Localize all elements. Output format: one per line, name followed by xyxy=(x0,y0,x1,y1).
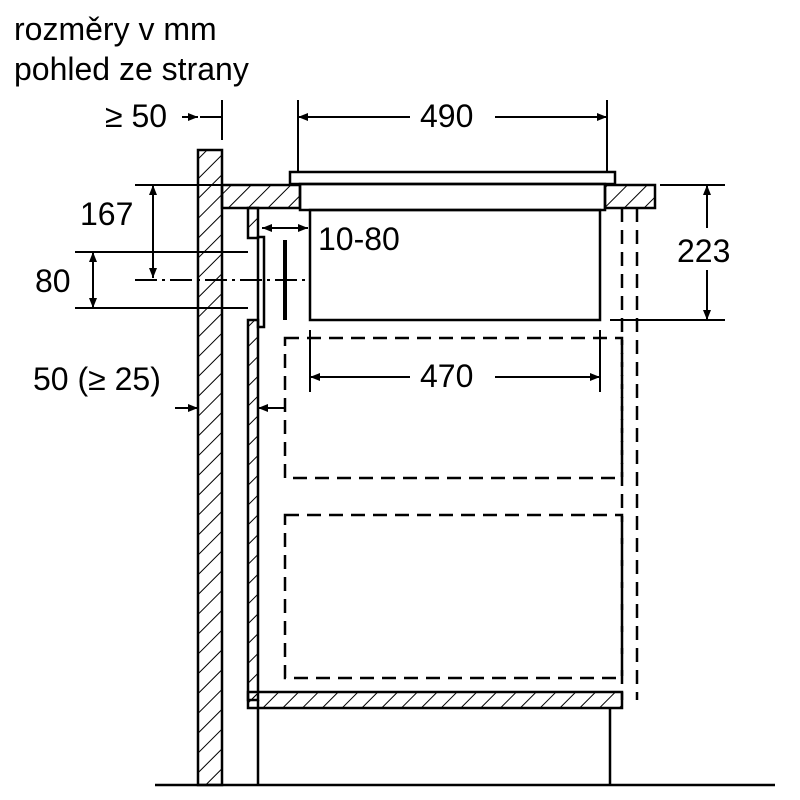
dim-wall-gap: ≥ 50 xyxy=(105,98,167,134)
duct-flange xyxy=(256,235,266,329)
hob-glass xyxy=(288,170,617,186)
dim-hob-width: 490 xyxy=(420,98,473,134)
title-line-1: rozměry v mm xyxy=(14,11,217,47)
countertop-right xyxy=(603,183,657,210)
countertop-left xyxy=(220,183,302,210)
title-line-2: pohled ze strany xyxy=(14,51,249,87)
hob-body xyxy=(308,208,602,322)
hob-frame xyxy=(298,182,607,212)
dim-cutout-width: 470 xyxy=(420,358,473,394)
dim-duct-offset: 10-80 xyxy=(318,221,400,257)
drawer-lower xyxy=(283,513,624,680)
bottom-board xyxy=(246,690,624,710)
dim-hob-depth: 223 xyxy=(677,233,730,269)
wall xyxy=(196,148,224,787)
back-panel xyxy=(246,318,260,702)
dim-duct-height: 80 xyxy=(35,263,71,299)
dim-height-167: 167 xyxy=(80,196,133,232)
dim-back-gap: 50 (≥ 25) xyxy=(33,361,161,397)
back-panel-top xyxy=(246,206,260,240)
